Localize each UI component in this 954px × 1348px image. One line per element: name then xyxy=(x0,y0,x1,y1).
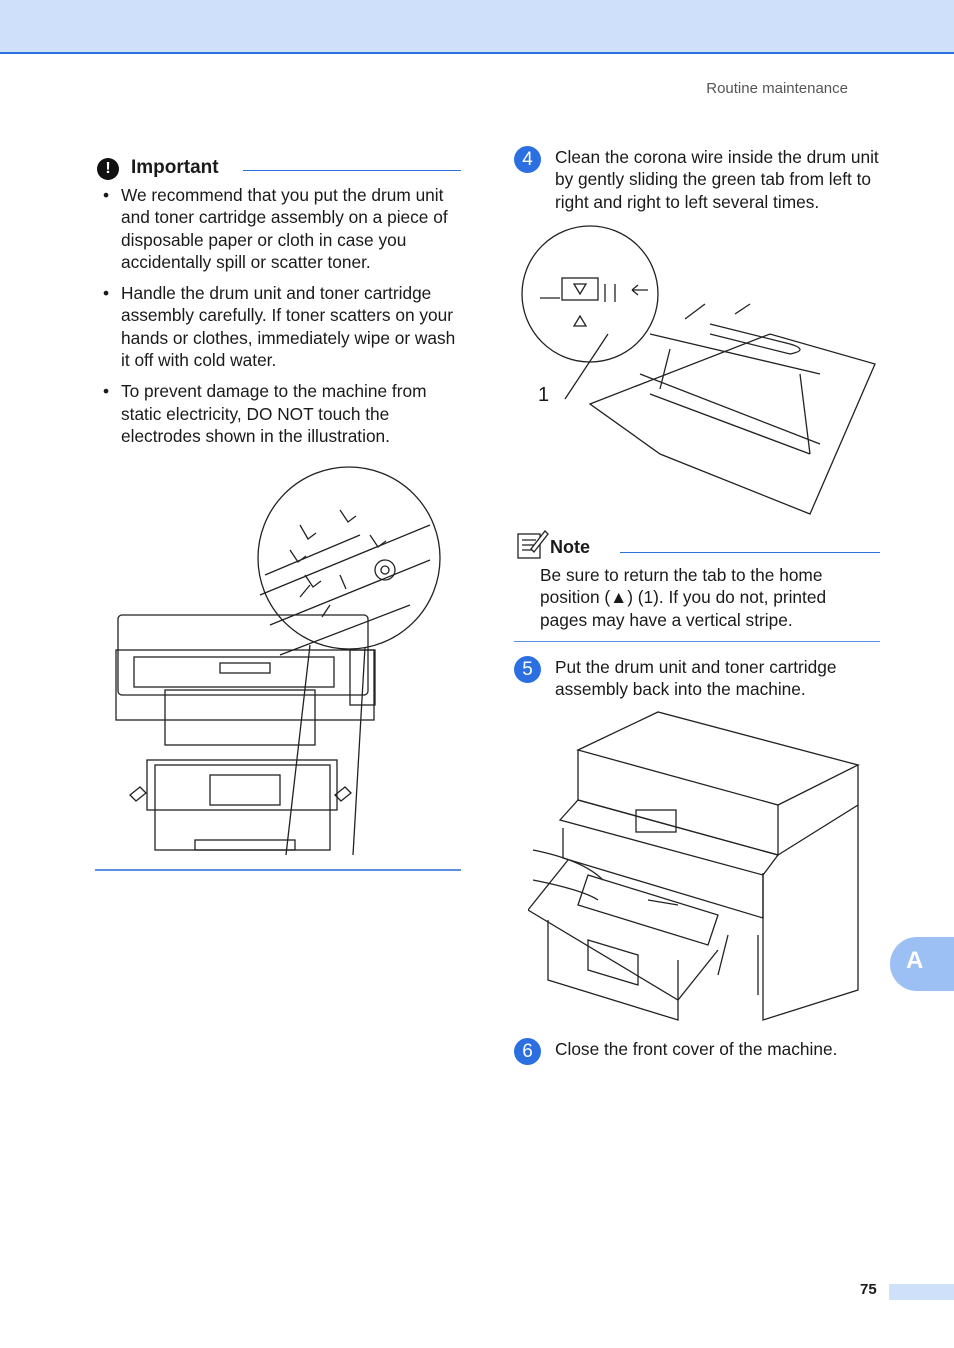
note-bottom-rule xyxy=(514,641,880,642)
important-title: Important xyxy=(131,157,219,178)
page-number-bar xyxy=(889,1284,954,1300)
step-text: Clean the corona wire inside the drum un… xyxy=(555,147,879,212)
important-item-text: Handle the drum unit and toner cartridge… xyxy=(121,283,456,371)
list-item: • We recommend that you put the drum unit… xyxy=(103,184,463,273)
note-header: Note xyxy=(514,530,880,560)
list-item: • Handle the drum unit and toner cartridg… xyxy=(103,282,463,371)
bullet: • xyxy=(103,185,110,205)
exclamation-icon: ! xyxy=(97,158,119,180)
electrodes-illustration xyxy=(115,466,441,856)
step-number-badge: 5 xyxy=(514,656,541,683)
step-text: Close the front cover of the machine. xyxy=(555,1039,838,1059)
important-item-text: To prevent damage to the machine from st… xyxy=(121,381,427,446)
note-rule xyxy=(620,552,880,553)
section-title: Routine maintenance xyxy=(706,80,848,97)
step-number-badge: 4 xyxy=(514,146,541,173)
step-text: Put the drum unit and toner cartridge as… xyxy=(555,657,837,700)
step-4: 4 Clean the corona wire inside the drum … xyxy=(514,146,884,216)
important-list: • We recommend that you put the drum unit… xyxy=(103,184,463,456)
side-tab-label: A xyxy=(906,947,924,974)
bullet: • xyxy=(103,283,110,304)
top-header-band xyxy=(0,0,954,54)
note-title: Note xyxy=(550,537,590,557)
step-6: 6 Close the front cover of the machine. xyxy=(514,1038,884,1068)
important-rule xyxy=(243,170,461,171)
machine-insert-illustration xyxy=(528,711,860,1021)
appendix-side-tab: A xyxy=(890,937,954,991)
note-pencil-icon xyxy=(517,530,549,559)
page-number: 75 xyxy=(860,1281,877,1298)
important-bottom-rule xyxy=(95,869,461,871)
important-item-text: We recommend that you put the drum unit … xyxy=(121,185,448,272)
step-number-badge: 6 xyxy=(514,1038,541,1065)
important-header: ! Important xyxy=(97,157,461,181)
step-5: 5 Put the drum unit and toner cartridge … xyxy=(514,656,884,706)
bullet: • xyxy=(103,381,110,402)
drum-unit-illustration xyxy=(521,225,876,515)
callout-label-1: 1 xyxy=(538,384,550,406)
list-item: • To prevent damage to the machine from s… xyxy=(103,380,463,447)
note-text: Be sure to return the tab to the home po… xyxy=(540,565,827,630)
